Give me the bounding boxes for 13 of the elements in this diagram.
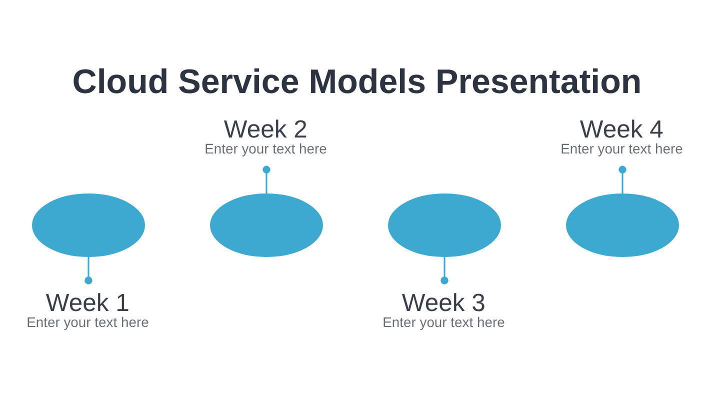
node-cloud xyxy=(388,193,501,256)
connector xyxy=(440,256,448,284)
connector xyxy=(618,165,626,194)
connector xyxy=(262,165,270,194)
connector xyxy=(84,256,92,284)
node-text: Week 3 Enter your text here xyxy=(382,289,505,330)
node-text: Week 1 Enter your text here xyxy=(26,289,149,330)
node-cloud xyxy=(566,193,679,256)
node-text: Week 2 Enter your text here xyxy=(204,116,327,156)
node-cloud xyxy=(32,193,145,256)
node-cloud xyxy=(210,193,323,256)
diagram-title: Cloud Service Models Presentation xyxy=(72,62,642,101)
node-text: Week 4 Enter your text here xyxy=(560,116,683,156)
